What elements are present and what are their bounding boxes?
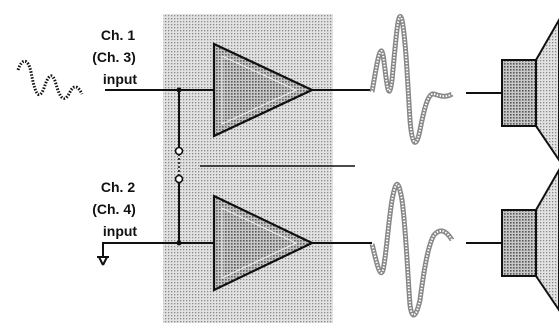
channel-bottom-line3: input	[103, 223, 138, 239]
output-waveform-icon	[369, 181, 455, 318]
amplifier-triangle-icon	[212, 194, 315, 292]
speaker-icon	[501, 17, 559, 162]
channel-bottom-line2: (Ch. 4)	[92, 201, 136, 217]
amplifier-triangle-icon	[212, 42, 315, 138]
ground-icon	[97, 243, 109, 266]
bridge-switch-icon	[174, 146, 184, 184]
input-waveform-icon	[16, 59, 84, 100]
channel-top-line3: input	[103, 71, 138, 87]
speaker-icon	[501, 167, 559, 312]
output-waveform-icon	[369, 14, 454, 145]
channel-bottom-line1: Ch. 2	[101, 179, 135, 195]
channel-top-line2: (Ch. 3)	[92, 49, 136, 65]
channel-top-line1: Ch. 1	[101, 27, 135, 43]
